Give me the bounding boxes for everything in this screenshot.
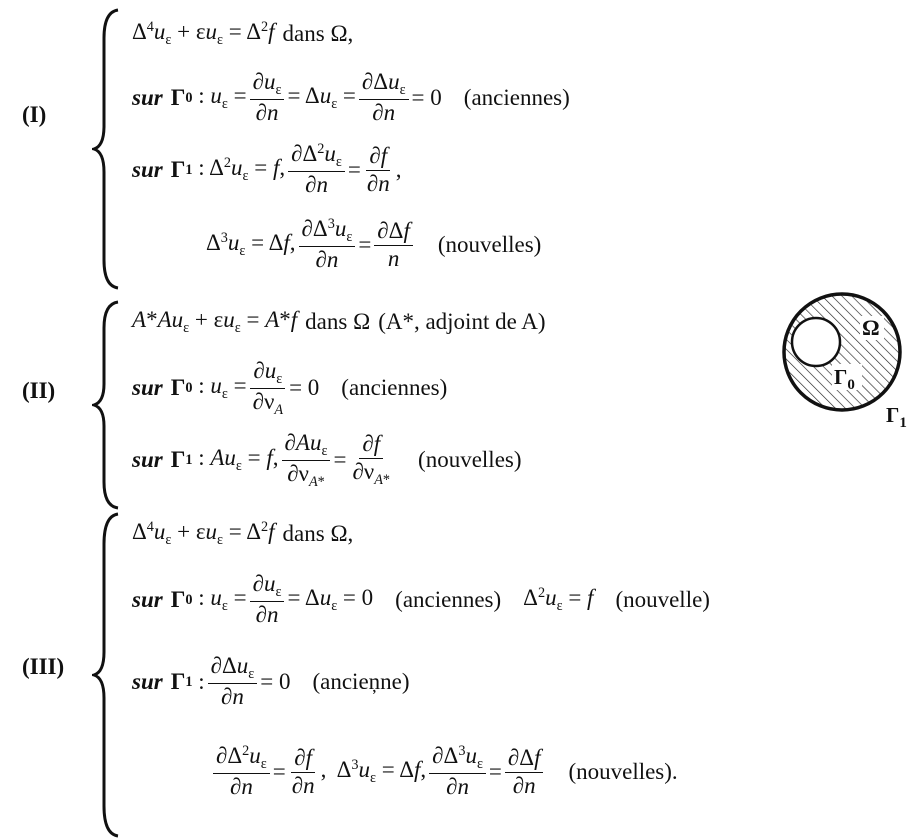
outer-boundary-circle	[782, 292, 902, 412]
omega-label: Ω	[862, 315, 880, 340]
system-3-eq-4: ∂Δ2uε∂n = ∂f∂n , Δ3uε = Δf, ∂Δ3uε∂n = ∂Δ…	[210, 742, 678, 802]
system-2-eq-1: A*Auε + εuε = A*f dans Ω (A*, adjoint de…	[132, 307, 546, 336]
gamma0-label: Γ0	[834, 365, 855, 393]
note-anciennes: (anciennes)	[463, 85, 570, 110]
inner-boundary-circle	[790, 316, 842, 368]
system-3-label: (III)	[22, 654, 65, 679]
note-nouvelles: (nouvelles)	[437, 232, 542, 257]
system-3-brace	[92, 512, 119, 838]
system-1-brace	[92, 8, 119, 290]
system-2-brace	[92, 300, 119, 510]
system-2-label: (II)	[22, 378, 56, 403]
gamma1-label: Γ1	[886, 403, 907, 430]
system-1-label: (I)	[22, 102, 47, 127]
system-1-eq-1: Δ4uε + εuε = Δ2f dans Ω,	[132, 19, 354, 48]
system-3-eq-1: Δ4uε + εuε = Δ2f dans Ω,	[132, 519, 354, 548]
annulus-figure: Ω Γ0 Γ1	[782, 292, 907, 430]
